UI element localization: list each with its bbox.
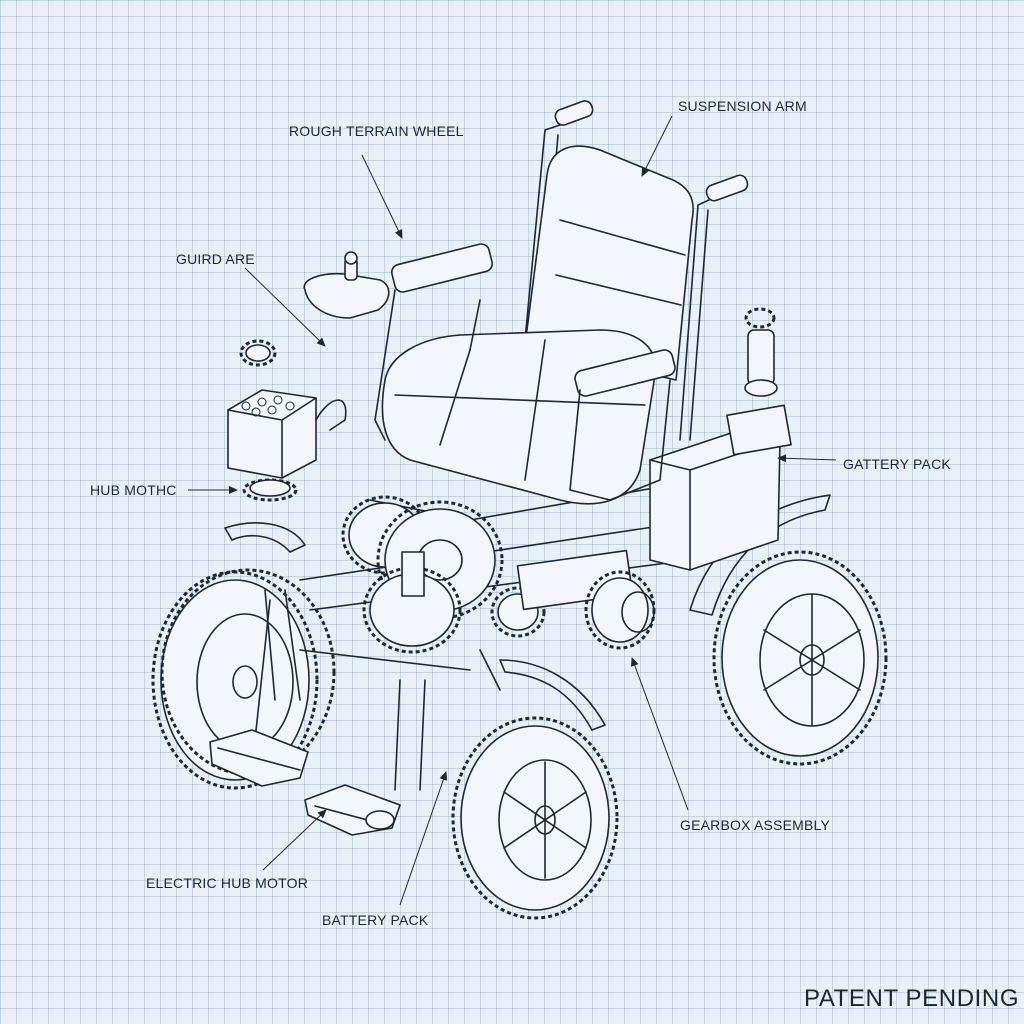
label-gattery-pack: GATTERY PACK	[843, 456, 951, 472]
suspension-shock	[744, 307, 778, 397]
armrests	[374, 243, 676, 501]
joystick-controller	[303, 251, 390, 319]
front-wheel	[451, 716, 619, 920]
rear-right-wheel	[712, 550, 888, 766]
patent-pending-text: PATENT PENDING	[804, 985, 1020, 1012]
label-electric-hub-motor: ELECTRIC HUB MOTOR	[146, 875, 309, 891]
footrests	[209, 729, 401, 836]
label-rough-terrain-wheel: ROUGH TERRAIN WHEEL	[289, 123, 464, 139]
left-fender	[224, 522, 306, 553]
label-battery-pack: BATTERY PACK	[322, 912, 429, 928]
seat	[381, 100, 749, 505]
label-guard-arm: GUIRD ARE	[176, 251, 255, 267]
battery-box	[649, 404, 792, 571]
hub-motor-unit	[227, 389, 347, 502]
label-suspension-arm: SUSPENSION ARM	[678, 98, 807, 114]
loose-gear	[239, 339, 277, 367]
gearbox-cluster	[341, 495, 656, 691]
front-fender	[499, 659, 606, 731]
label-gearbox-assembly: GEARBOX ASSEMBLY	[680, 817, 830, 833]
leader-lines	[188, 115, 837, 906]
label-hub-motor: HUB MOTHC	[90, 482, 177, 498]
